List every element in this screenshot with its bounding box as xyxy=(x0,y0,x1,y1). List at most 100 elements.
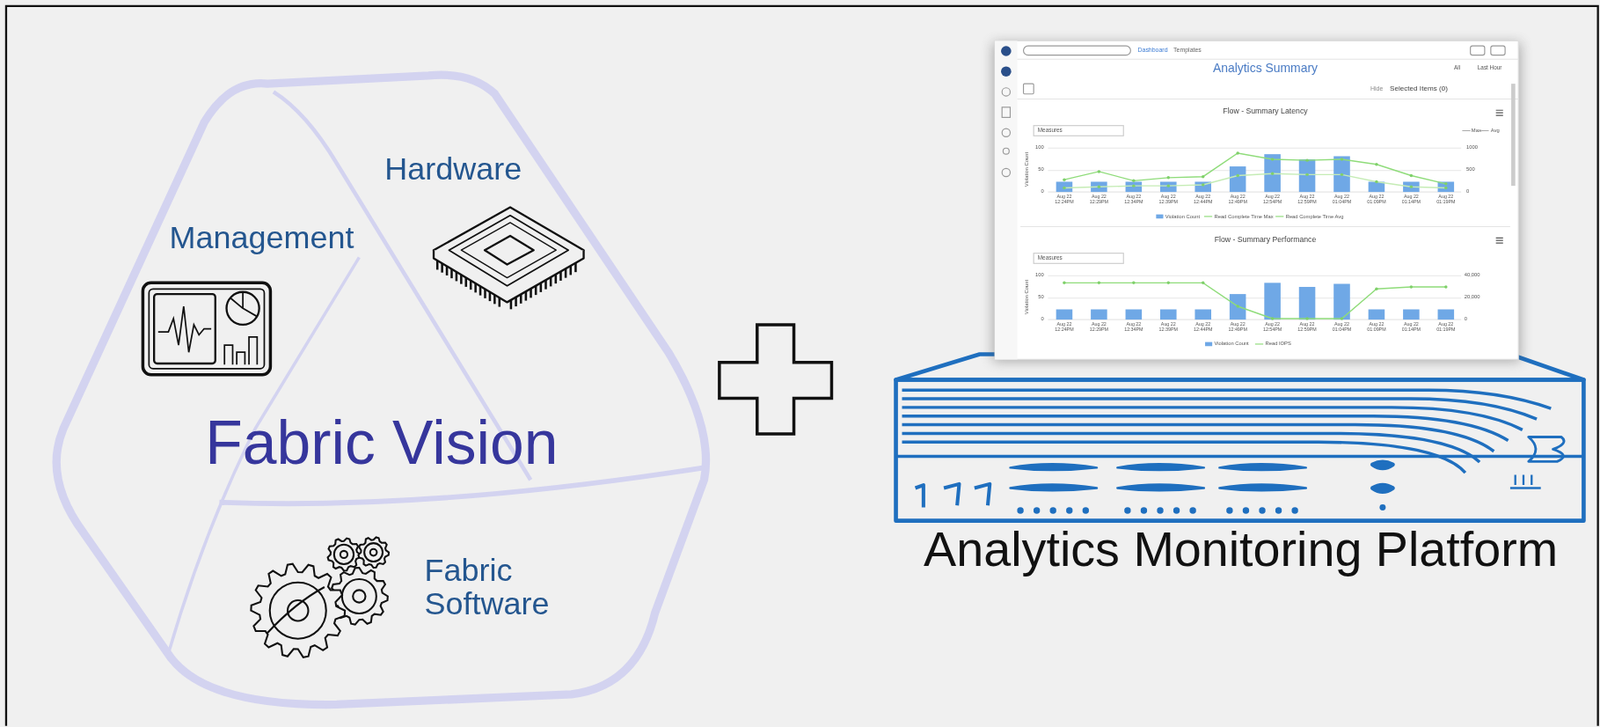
screenshot-panel xyxy=(1001,45,1506,176)
gear-mark xyxy=(267,586,325,633)
legend-line xyxy=(1275,215,1284,217)
venn-loops xyxy=(56,74,706,704)
axis-tick-label: Aug 22 12:44PM xyxy=(1191,195,1215,205)
port-slot xyxy=(1219,463,1307,470)
axis-tick-label: Aug 22 01:09PM xyxy=(1365,195,1389,205)
axis-tick-label: Aug 22 12:29PM xyxy=(1088,195,1111,205)
dashboard-icon xyxy=(226,292,260,325)
chart-point xyxy=(1444,186,1447,190)
chart-line xyxy=(1064,153,1447,184)
legend-swatch-bar xyxy=(1205,342,1213,347)
ui-text: Templates xyxy=(1173,46,1202,53)
chart-bar xyxy=(1299,286,1316,320)
section-label: Hardware xyxy=(384,153,522,187)
screenshot-panel xyxy=(994,40,1018,359)
screenshot-panel xyxy=(1017,58,1520,227)
gear-ring xyxy=(342,578,377,614)
chart-point xyxy=(1132,179,1135,183)
ui-text: Violation Count xyxy=(1165,214,1200,220)
chart-line xyxy=(1064,173,1447,188)
chart-point xyxy=(1340,157,1344,161)
port-led xyxy=(1124,506,1131,513)
chart-point xyxy=(1062,281,1066,285)
gears-icon xyxy=(250,536,389,657)
chart-bar xyxy=(1194,309,1212,321)
ui-text: Dashboard xyxy=(1137,46,1168,53)
chart-point xyxy=(1167,281,1170,285)
screenshot-panel xyxy=(1033,253,1124,264)
dashboard-icon xyxy=(224,336,257,365)
screenshot-panel xyxy=(1490,45,1506,55)
screenshot-panel xyxy=(1023,83,1035,95)
gear-hub xyxy=(352,589,366,602)
platform-device xyxy=(1510,474,1542,488)
port-led xyxy=(1291,506,1298,513)
ui-text: Flow - Summary Performance xyxy=(1214,235,1317,244)
ui-text: 100 xyxy=(1035,145,1045,151)
chip-icon xyxy=(460,222,556,278)
chart-bar xyxy=(1438,309,1455,321)
axis-tick-label: Aug 22 12:59PM xyxy=(1295,322,1319,333)
grid-line xyxy=(1047,297,1462,299)
frame-border xyxy=(6,6,1599,726)
gear xyxy=(328,538,361,571)
chart-bar xyxy=(1125,181,1143,192)
chart-point xyxy=(1235,174,1239,177)
ui-text: Measures xyxy=(1037,127,1063,134)
chart-point xyxy=(1271,316,1274,320)
chart-line xyxy=(1064,282,1447,319)
chart-bar xyxy=(1263,282,1281,320)
ui-text: 0 xyxy=(1041,316,1045,322)
ui-text: All xyxy=(1453,65,1461,72)
gear xyxy=(250,563,345,658)
screenshot-panel xyxy=(1001,168,1010,176)
chart-point xyxy=(1271,171,1274,175)
dashboard-icon xyxy=(153,293,216,364)
chart-point xyxy=(1062,186,1066,190)
platform-device xyxy=(1009,463,1306,513)
ui-text: Analytics Summary xyxy=(1212,62,1318,76)
screenshot-panel xyxy=(994,40,1519,359)
port-led xyxy=(1049,506,1056,513)
grid-line xyxy=(1047,319,1462,321)
port-led xyxy=(1275,506,1282,513)
screenshot-panel xyxy=(1000,65,1012,77)
screenshot-panel xyxy=(1033,125,1124,137)
chart-point xyxy=(1097,169,1101,173)
ui-text: Violation Count xyxy=(1023,279,1030,315)
gear-ring xyxy=(334,544,354,564)
chart-bar xyxy=(1160,181,1177,192)
port-led xyxy=(1173,506,1180,513)
grid-line xyxy=(1047,147,1462,149)
ui-text: Read Complete Time Max xyxy=(1213,214,1273,220)
axis-tick-label: Aug 22 12:34PM xyxy=(1122,195,1146,205)
ui-text: 40,000 xyxy=(1464,272,1481,278)
chart-point xyxy=(1410,174,1413,177)
gear xyxy=(357,536,389,568)
ui-text: Violation Count xyxy=(1023,152,1030,187)
chart-point xyxy=(1305,173,1308,176)
port-led xyxy=(1189,506,1196,513)
platform-device xyxy=(896,454,1585,458)
axis-tick-label: Aug 22 01:09PM xyxy=(1365,322,1389,333)
chart-bar xyxy=(1160,309,1177,321)
section-label: Management xyxy=(169,221,355,256)
dashboard-icon xyxy=(158,306,212,352)
dashboard-icon xyxy=(230,292,257,317)
ui-text: 0 xyxy=(1464,316,1468,322)
chart-point xyxy=(1410,284,1413,288)
screenshot-panel xyxy=(1023,45,1132,55)
chart-point xyxy=(1201,175,1205,178)
port-slot xyxy=(1009,463,1097,470)
port-slot xyxy=(1219,483,1307,490)
axis-tick-label: Aug 22 12:39PM xyxy=(1157,195,1181,205)
legend-swatch-bar xyxy=(1155,214,1163,220)
legend-line xyxy=(1255,343,1264,344)
axis-tick-label: Aug 22 12:34PM xyxy=(1122,322,1146,333)
axis-tick-label: Aug 22 01:19PM xyxy=(1434,195,1458,205)
chart-point xyxy=(1235,304,1239,307)
chart-point xyxy=(1097,185,1101,189)
chart-bar xyxy=(1229,293,1247,320)
